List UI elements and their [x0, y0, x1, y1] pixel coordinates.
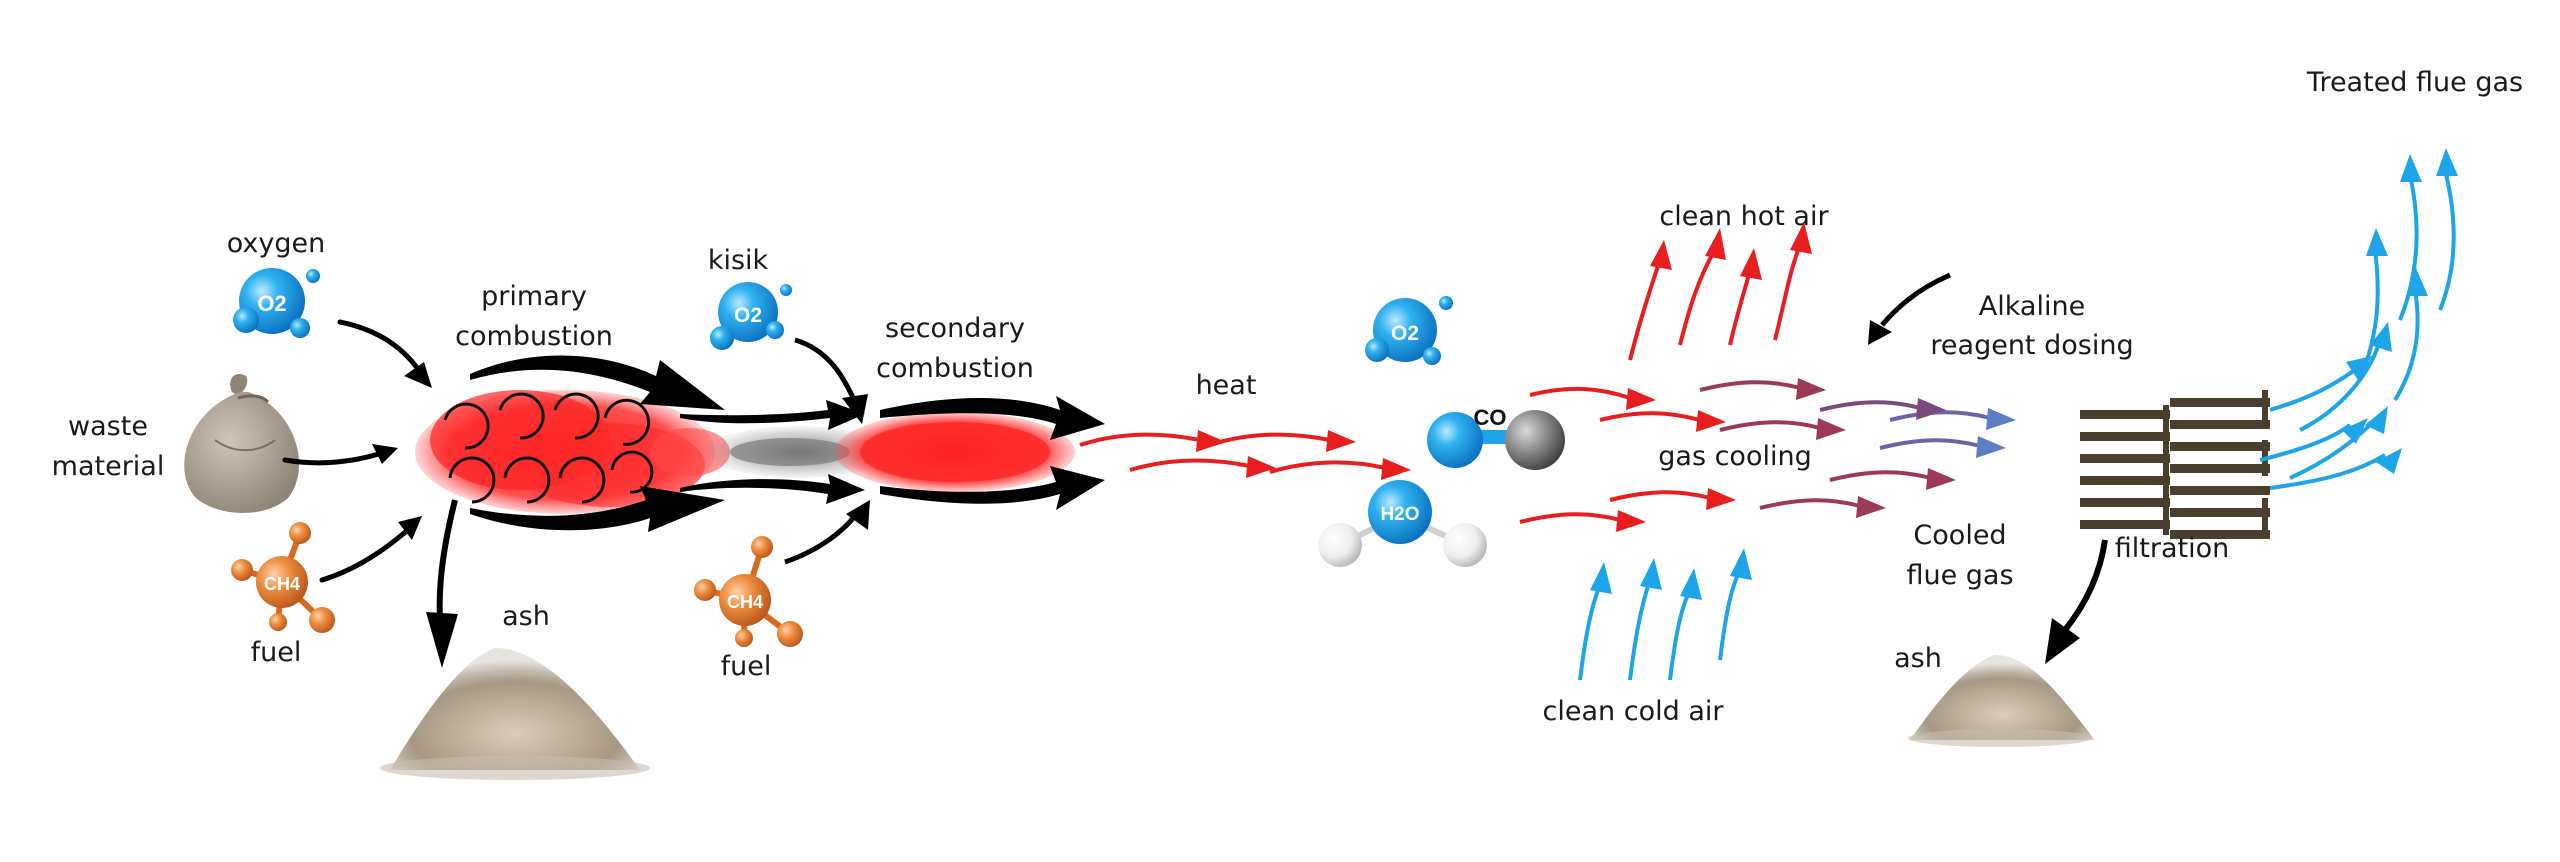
label-cooled-line1: Cooled — [1913, 520, 2007, 551]
methane-molecule-icon: CH4 — [231, 522, 335, 633]
label-kisik: kisik — [707, 245, 769, 276]
kisik-arrow — [794, 337, 868, 424]
label-clean-cold-air: clean cold air — [1542, 696, 1724, 727]
methane-molecule-mid-icon: CH4 — [694, 536, 803, 647]
treated-flue-gas-arrowheads — [2342, 148, 2458, 474]
label-oxygen: oxygen — [226, 228, 326, 259]
primary-flow-arrows — [470, 355, 865, 532]
secondary-flow-arrows — [880, 396, 1105, 510]
o2-right-symbol: O2 — [1391, 322, 1419, 345]
label-fuel-left: fuel — [250, 637, 302, 668]
label-ash-right: ash — [1894, 643, 1942, 674]
filter-icon — [2080, 390, 2270, 539]
ch4-mid-symbol: CH4 — [727, 592, 763, 612]
h2o-molecule-icon: H2O — [1318, 480, 1487, 567]
oxygen-molecule-right-icon: O2 — [1365, 296, 1453, 365]
heat-arrowheads — [1196, 430, 1411, 480]
label-primary-line1: primary — [481, 281, 587, 312]
ash-drop-arrow-left — [426, 499, 458, 668]
label-primary-line2: combustion — [455, 321, 613, 352]
label-heat: heat — [1195, 370, 1257, 401]
label-secondary-line1: secondary — [885, 313, 1025, 344]
cleaning-arrows — [1819, 400, 1991, 450]
treated-flue-gas-arrows — [2259, 169, 2456, 490]
input-arrows — [282, 319, 423, 583]
cleaning-arrowheads — [1916, 398, 2016, 458]
input-arrowheads — [372, 362, 432, 540]
waste-bag-icon — [184, 373, 300, 513]
label-filtration: filtration — [2114, 533, 2230, 564]
h2o-symbol: H2O — [1380, 504, 1419, 525]
gas-cooling-arrows-purple — [1699, 380, 1931, 510]
ash-pile-left-icon — [380, 648, 650, 780]
label-treated-flue-gas: Treated flue gas — [2306, 67, 2524, 98]
label-alkaline-line2: reagent dosing — [1930, 330, 2134, 361]
label-gas-cooling: gas cooling — [1658, 441, 1812, 472]
gas-cooling-arrowheads-purple — [1796, 378, 1956, 518]
kisik-o2-symbol: O2 — [734, 304, 762, 327]
oxygen-molecule-icon: O2 — [233, 268, 320, 338]
co-symbol: CO — [1474, 405, 1507, 430]
clean-hot-air-arrows — [1628, 244, 1802, 361]
o2-symbol: O2 — [257, 291, 286, 316]
label-fuel-mid: fuel — [720, 651, 772, 682]
label-waste-line1: waste — [68, 411, 148, 442]
ash-pile-right-icon — [1908, 655, 2095, 747]
ash-drop-arrow-right — [2045, 539, 2108, 664]
label-alkaline-line1: Alkaline — [1978, 291, 2086, 322]
swirl-arrows — [443, 392, 654, 504]
clean-cold-air-arrowheads — [1590, 548, 1752, 600]
gas-cooling-arrowheads-red — [1616, 388, 1736, 532]
heat-arrows — [1079, 432, 1386, 474]
label-clean-hot-air: clean hot air — [1659, 201, 1829, 232]
label-waste-line2: material — [51, 451, 165, 482]
kisik-molecule-icon: O2 — [710, 282, 792, 350]
alkaline-dosing-arrow — [1868, 272, 1951, 345]
label-secondary-line2: combustion — [876, 353, 1034, 384]
label-cooled-line2: flue gas — [1906, 560, 2014, 591]
fuel-mid-arrow — [784, 500, 870, 565]
ch4-symbol: CH4 — [264, 574, 300, 594]
co-molecule-icon: CO — [1427, 405, 1565, 470]
gas-cooling-arrows-red — [1519, 386, 1711, 524]
clean-hot-air-arrowheads — [1650, 222, 1812, 280]
label-ash-left: ash — [502, 601, 550, 632]
secondary-combustion-flame — [835, 412, 1075, 492]
